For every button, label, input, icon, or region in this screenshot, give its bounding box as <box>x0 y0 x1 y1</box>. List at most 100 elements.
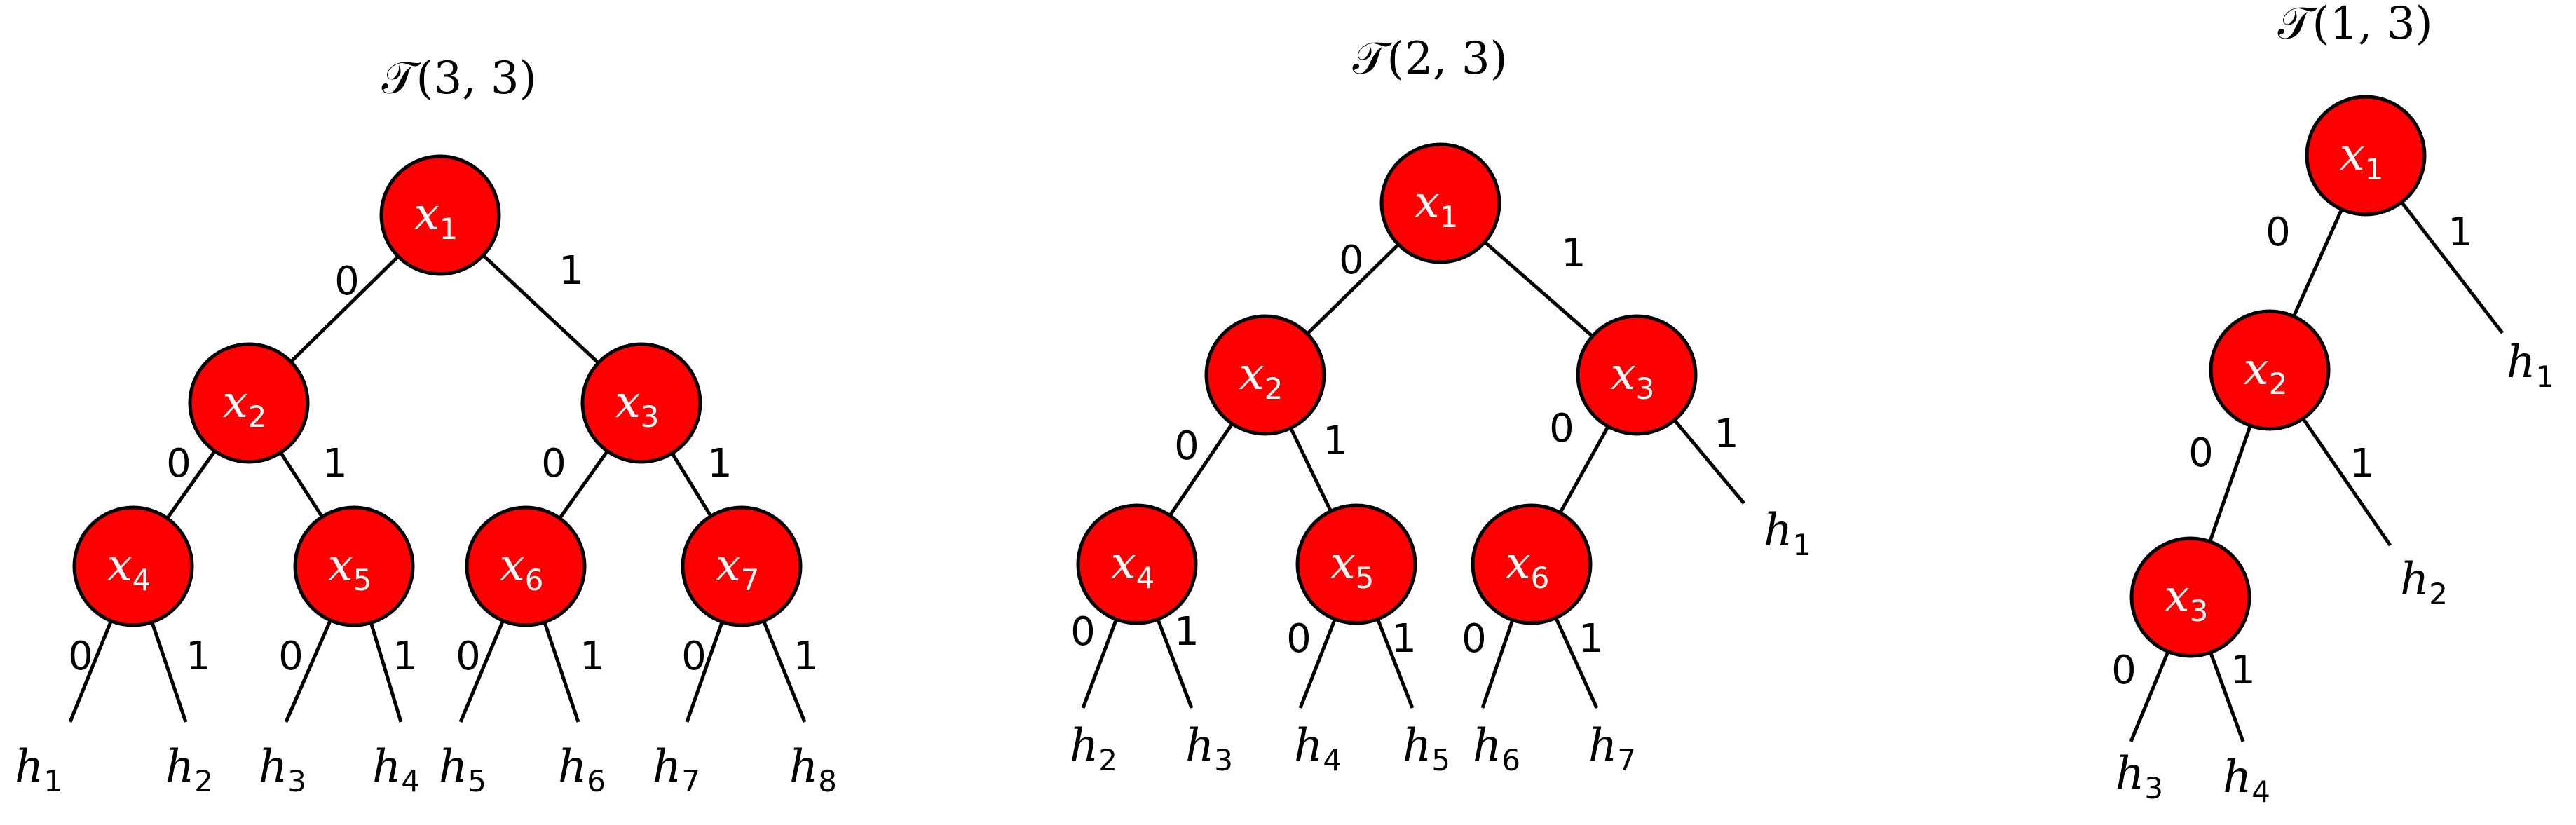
node-label: x7 <box>716 540 760 597</box>
edge-label-1: 1 <box>2448 210 2473 255</box>
node-label: x4 <box>1111 538 1155 595</box>
leaf-h1: h1 <box>15 741 62 798</box>
node-circle <box>465 505 587 627</box>
node-x5: x5 <box>1295 503 1417 625</box>
node-circle <box>1204 314 1326 436</box>
node-label: x5 <box>1330 538 1375 595</box>
leaf-h4: h4 <box>372 741 420 798</box>
edge-label-1: 1 <box>186 634 211 679</box>
node-x6: x6 <box>1471 503 1593 625</box>
node-label: x4 <box>107 540 151 597</box>
node-x1: x1 <box>379 154 501 276</box>
leaf-h5: h5 <box>439 741 486 798</box>
edge-label-0: 0 <box>456 634 481 679</box>
leaf-h5: h5 <box>1403 720 1450 777</box>
leaf-h4: h4 <box>1294 720 1342 777</box>
leaf-h3: h3 <box>1185 720 1233 777</box>
edge-label-1: 1 <box>1391 616 1417 662</box>
node-label: x6 <box>500 540 544 597</box>
node-x7: x7 <box>681 505 803 627</box>
tree-title: 𝒯(2, 3) <box>1352 33 1507 85</box>
leaf-h7: h7 <box>1588 720 1636 777</box>
edge-label-1: 1 <box>580 634 605 679</box>
edge-label-0: 0 <box>2111 648 2137 693</box>
node-circle <box>2305 95 2427 217</box>
node-circle <box>2209 309 2331 431</box>
node-circle <box>379 154 501 276</box>
edge-label-1: 1 <box>1323 418 1348 464</box>
edge-label-1: 1 <box>322 441 348 486</box>
edge-label-0: 0 <box>1070 609 1096 655</box>
edge-label-0: 0 <box>166 441 191 486</box>
leaf-h8: h8 <box>789 741 837 798</box>
node-label: x1 <box>414 189 458 246</box>
edge-label-0: 0 <box>681 634 707 679</box>
node-label: x2 <box>223 376 267 434</box>
node-x1: x1 <box>1379 142 1501 264</box>
node-circle <box>681 505 803 627</box>
edge-label-1: 1 <box>1561 231 1586 276</box>
leaf-h1: h1 <box>2507 336 2554 394</box>
leaf-h6: h6 <box>1473 720 1520 777</box>
edge-label-0: 0 <box>278 634 304 679</box>
edge-label-0: 0 <box>2188 430 2214 476</box>
edge-label-0: 0 <box>1549 406 1574 451</box>
edge-label-0: 0 <box>1339 238 1364 283</box>
node-circle <box>72 505 194 627</box>
tree-title: 𝒯(3, 3) <box>381 53 536 104</box>
node-label: x6 <box>1506 538 1550 595</box>
node-circle <box>293 505 415 627</box>
edge-label-1: 1 <box>1174 609 1199 655</box>
leaf-h3: h3 <box>259 741 306 798</box>
leaf-h3: h3 <box>2115 748 2163 805</box>
edge-label-1: 1 <box>1579 616 1604 662</box>
edge-label-0: 0 <box>1461 616 1487 662</box>
node-circle <box>1076 503 1198 625</box>
edge-label-1: 1 <box>707 441 732 486</box>
edge-label-1: 1 <box>2230 648 2256 693</box>
node-x2: x2 <box>1204 314 1326 436</box>
leaf-h4: h4 <box>2223 751 2270 809</box>
node-label: x3 <box>1611 348 1655 406</box>
node-x4: x4 <box>1076 503 1198 625</box>
edge-label-1: 1 <box>559 248 584 294</box>
leaf-h2: h2 <box>2400 554 2448 611</box>
node-x3: x3 <box>580 342 702 464</box>
edge-label-1: 1 <box>2350 441 2375 486</box>
node-x2: x2 <box>2209 309 2331 431</box>
edge-label-1: 1 <box>1714 411 1739 457</box>
node-circle <box>1379 142 1501 264</box>
node-circle <box>1295 503 1417 625</box>
node-circle <box>1471 503 1593 625</box>
node-x4: x4 <box>72 505 194 627</box>
node-label: x5 <box>328 540 372 597</box>
node-x1: x1 <box>2305 95 2427 217</box>
node-label: x1 <box>1415 177 1459 234</box>
node-circle <box>2129 536 2251 658</box>
node-circle <box>1576 314 1698 436</box>
edge-label-1: 1 <box>393 634 418 679</box>
node-label: x3 <box>615 376 660 434</box>
tree-3: 0 1 0 1 0 1 x1 x2 x3 h1 h2 h3 h4 𝒯(1, 3) <box>2111 0 2554 809</box>
node-x6: x6 <box>465 505 587 627</box>
node-label: x3 <box>2165 571 2209 628</box>
leaf-h7: h7 <box>653 741 700 798</box>
edge-label-1: 1 <box>793 634 819 679</box>
edge-label-0: 0 <box>1174 423 1199 469</box>
node-label: x2 <box>1239 348 1283 406</box>
node-circle <box>188 342 310 464</box>
node-x3: x3 <box>1576 314 1698 436</box>
leaf-h2: h2 <box>165 741 213 798</box>
node-circle <box>580 342 702 464</box>
node-label: x1 <box>2340 129 2384 186</box>
edge-label-0: 0 <box>2265 210 2291 255</box>
leaf-h2: h2 <box>1070 720 1117 777</box>
edge-label-0: 0 <box>68 634 93 679</box>
edge-label-0: 0 <box>334 259 360 304</box>
edge-label-0: 0 <box>541 441 566 486</box>
node-x2: x2 <box>188 342 310 464</box>
tree-title: 𝒯(1, 3) <box>2277 0 2432 50</box>
